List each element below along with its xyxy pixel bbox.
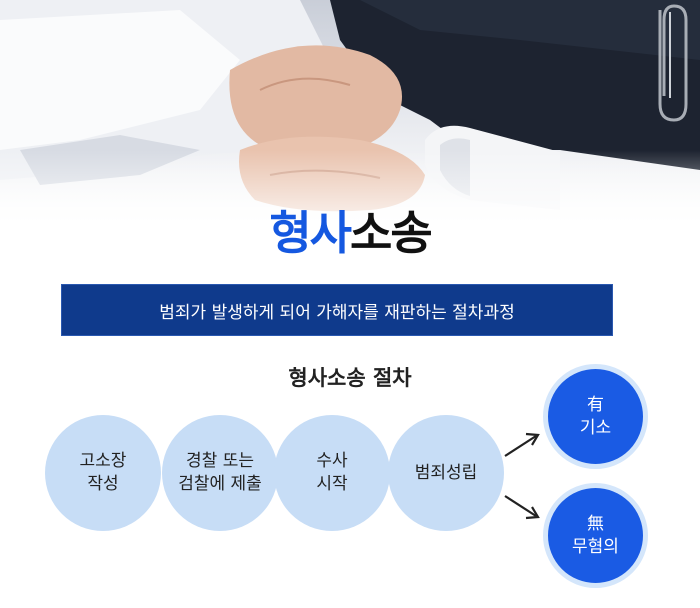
title-highlight: 형사	[269, 206, 352, 260]
step-line: 시작	[316, 474, 348, 494]
outcome-label: 기소	[579, 417, 612, 438]
step-investigation: 수사 시작	[274, 415, 390, 531]
outcome-label: 무혐의	[572, 536, 619, 557]
step-crime-established: 범죄성립	[388, 415, 504, 531]
handshake-photo	[0, 0, 700, 212]
paperclip-icon	[658, 4, 688, 122]
step-submit: 경찰 또는 검찰에 제출	[162, 415, 278, 531]
subtitle-banner: 범죄가 발생하게 되어 가해자를 재판하는 절차과정	[61, 284, 613, 336]
outcome-symbol: 無	[587, 513, 604, 534]
step-line: 작성	[87, 474, 119, 494]
outcome-symbol: 有	[587, 394, 604, 415]
step-line: 경찰 또는	[186, 451, 254, 471]
step-line: 고소장	[79, 451, 127, 471]
page-title: 형사소송	[0, 198, 700, 268]
outcome-indictment: 有 기소	[543, 364, 648, 469]
hero-image	[0, 0, 700, 290]
step-line: 범죄성립	[414, 462, 478, 483]
outcome-no-charge: 無 무혐의	[543, 483, 648, 588]
process-title: 형사소송 절차	[288, 366, 412, 390]
step-line: 검찰에 제출	[178, 474, 262, 494]
banner-text: 범죄가 발생하게 되어 가해자를 재판하는 절차과정	[159, 302, 515, 323]
step-line: 수사	[316, 451, 348, 471]
arrow-up-right-icon	[504, 432, 540, 457]
step-complaint: 고소장 작성	[45, 415, 161, 531]
hero-fade	[0, 150, 700, 290]
arrow-down-right-icon	[504, 495, 540, 520]
title-rest: 소송	[350, 206, 433, 260]
